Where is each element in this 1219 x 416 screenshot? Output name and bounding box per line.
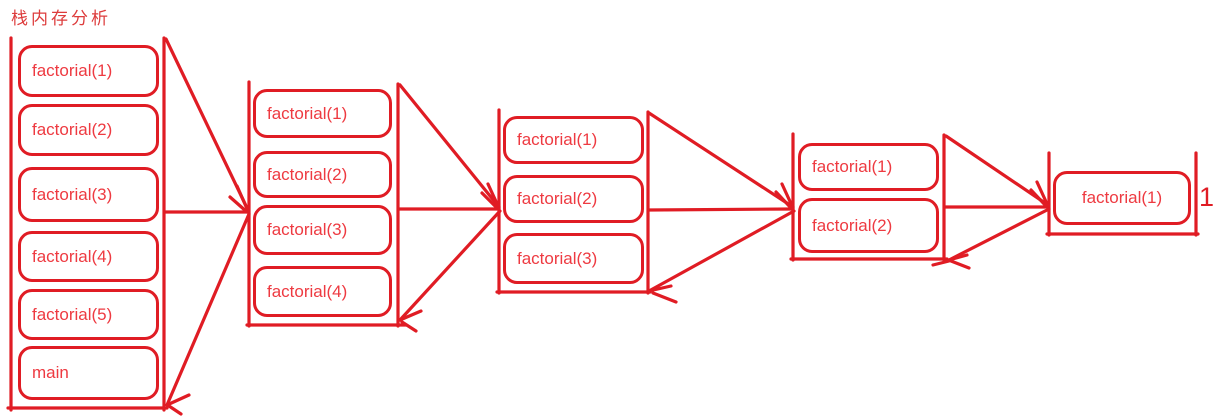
stack-frame-label: factorial(1) <box>517 130 598 149</box>
stack-frame: factorial(3) <box>503 233 644 284</box>
stack-4-rails <box>789 132 949 262</box>
stack-frame: factorial(2) <box>503 175 644 223</box>
stack-frame-label: factorial(1) <box>812 157 893 176</box>
stack-frame: factorial(2) <box>18 104 159 156</box>
stack-frame: factorial(2) <box>253 151 392 198</box>
stack-frame: factorial(1) <box>1053 171 1191 225</box>
stack-frame: factorial(3) <box>18 167 159 222</box>
stack-frame: factorial(1) <box>503 116 644 164</box>
stack-frame-label: factorial(2) <box>812 215 893 235</box>
arrow-stack3-to-stack4 <box>647 111 796 304</box>
stack-frame-label: factorial(4) <box>267 281 348 301</box>
stack-1-rails <box>6 36 169 412</box>
arrow-stack2-to-stack3 <box>397 83 502 333</box>
arrow-stack1-to-stack2 <box>163 37 251 416</box>
stack-frame: factorial(4) <box>18 231 159 282</box>
stack-frame: factorial(2) <box>798 198 939 253</box>
stack-frame: factorial(3) <box>253 205 392 255</box>
stack-frame-label: factorial(4) <box>32 246 113 266</box>
stack-frame: factorial(1) <box>798 143 939 191</box>
stack-3-rails <box>495 108 652 295</box>
stack-2-rails <box>245 80 408 328</box>
arrow-stack4-to-stack5 <box>931 134 1051 270</box>
stack-frame-label: factorial(2) <box>267 164 348 184</box>
stack-frame: factorial(1) <box>253 89 392 138</box>
stack-frame: factorial(5) <box>18 289 159 340</box>
stack-frame-label: factorial(3) <box>32 184 113 204</box>
stack-frame-label: factorial(1) <box>1081 188 1163 207</box>
stack-frame-label: main <box>32 363 69 382</box>
diagram-title: 栈内存分析 <box>11 9 111 28</box>
stack-frame-label: factorial(3) <box>267 220 348 239</box>
stack-frame: factorial(1) <box>18 45 159 97</box>
stack-frame-label: factorial(3) <box>517 248 598 268</box>
stack-frame-label: factorial(1) <box>267 103 348 123</box>
result-value-label: 1 <box>1199 182 1215 212</box>
stack-5-rails <box>1045 151 1200 237</box>
stack-frame-label: factorial(2) <box>32 120 113 139</box>
stack-frame: main <box>18 346 159 400</box>
stack-frame-label: factorial(5) <box>32 304 113 324</box>
stack-frame-label: factorial(2) <box>517 189 598 208</box>
stack-frame: factorial(4) <box>253 266 392 317</box>
stack-frame-label: factorial(1) <box>32 61 113 80</box>
